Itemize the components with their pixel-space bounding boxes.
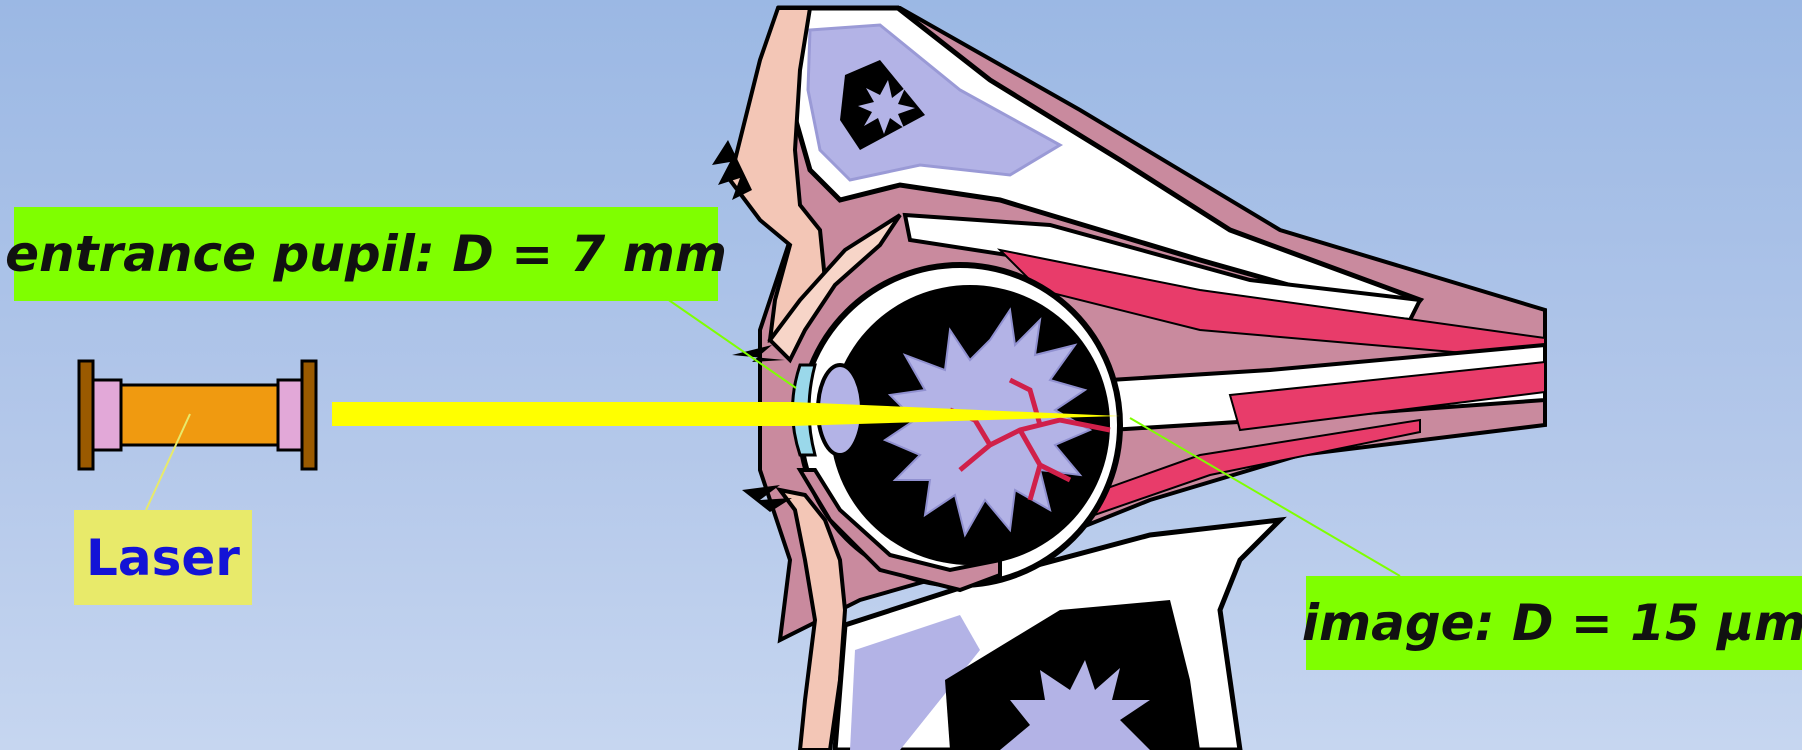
laser-label: Laser — [74, 510, 252, 605]
entrance-pupil-label: entrance pupil: D = 7 mm — [14, 207, 718, 301]
laser-tube-icon — [79, 361, 316, 469]
laser-beam — [332, 402, 792, 426]
image-size-label: image: D = 15 µm — [1306, 576, 1802, 670]
